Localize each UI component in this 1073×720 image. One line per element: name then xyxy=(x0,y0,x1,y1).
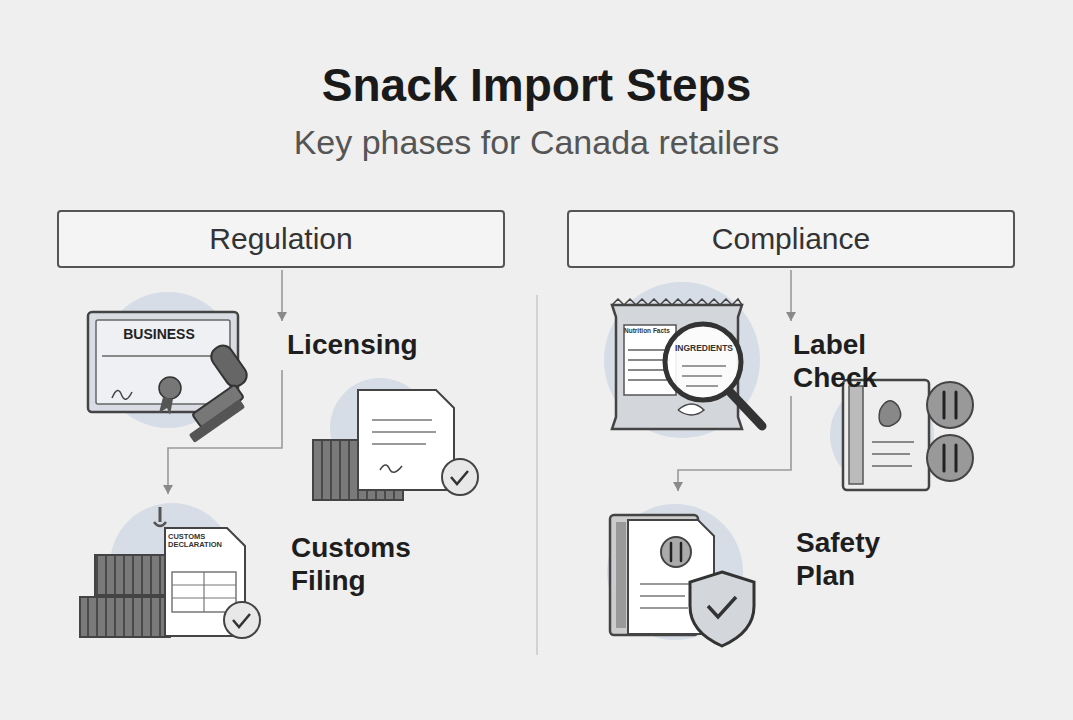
magnifier-text: INGREDIENTS xyxy=(674,344,734,353)
step-label: Safety Plan xyxy=(796,526,946,592)
arrowhead xyxy=(277,312,287,321)
phase-title: Regulation xyxy=(209,221,352,257)
step-label: Licensing xyxy=(287,328,418,361)
title: Snack Import Steps xyxy=(0,58,1073,112)
step-node: Licensing xyxy=(270,322,450,368)
panel-text: Nutrition Facts xyxy=(624,327,676,334)
arrowhead xyxy=(673,482,683,491)
phase-box: Regulation xyxy=(57,210,505,268)
document-text: CUSTOMS DECLARATION xyxy=(168,533,230,550)
step-node: Label Check xyxy=(780,322,1000,394)
step-node: Customs Filing xyxy=(150,495,450,605)
step-label: Label Check xyxy=(793,328,943,394)
certificate-text: BUSINESS xyxy=(104,327,214,342)
step-label: Customs Filing xyxy=(291,531,441,597)
arrowhead xyxy=(786,312,796,321)
step-node: Safety Plan xyxy=(660,492,1000,592)
connector xyxy=(678,396,791,491)
phase-box: Compliance xyxy=(567,210,1015,268)
arrowhead xyxy=(163,485,173,494)
phase-title: Compliance xyxy=(712,221,870,257)
connector xyxy=(168,370,282,494)
subtitle: Key phases for Canada retailers xyxy=(0,124,1073,161)
